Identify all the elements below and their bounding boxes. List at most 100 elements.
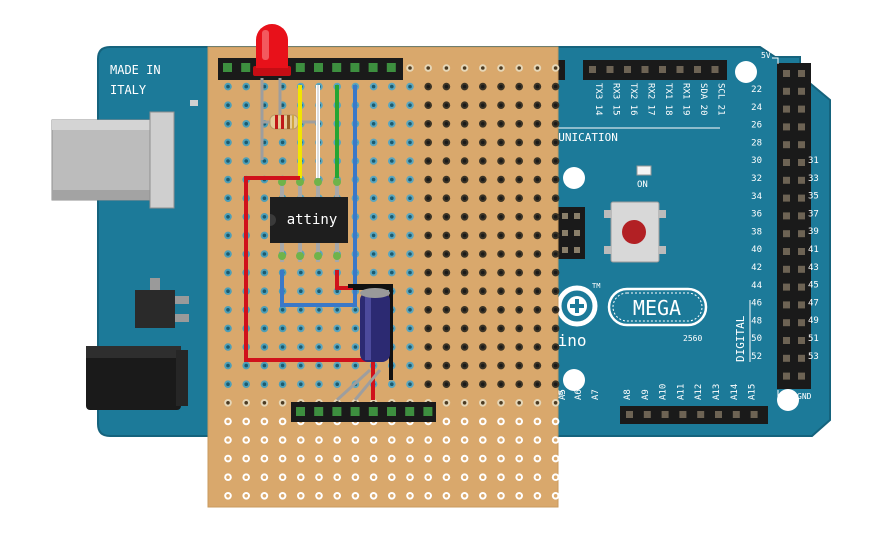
perf-hole-center — [553, 122, 558, 126]
perf-hole-center — [462, 140, 467, 145]
perf-hole-center — [226, 252, 230, 256]
digital-pin-label: 40 — [751, 245, 762, 255]
digital-pin-label: 41 — [808, 245, 819, 255]
perfboard-top-header — [218, 58, 403, 80]
digital-pin-label: 47 — [808, 298, 819, 308]
perf-hole-center — [226, 103, 230, 107]
header-pin — [694, 66, 701, 73]
header-pin — [798, 319, 805, 327]
perf-hole-center — [371, 122, 376, 126]
perf-hole-center — [371, 215, 376, 219]
perf-hole-center — [226, 196, 230, 200]
perf-hole-center — [481, 103, 485, 107]
perf-hole-center — [444, 475, 449, 480]
perf-hole-center — [499, 103, 503, 107]
header-pin — [783, 141, 790, 149]
perf-hole-center — [371, 475, 376, 480]
perf-hole-center — [426, 233, 431, 238]
perf-hole-center — [517, 270, 521, 275]
perf-hole-center — [262, 475, 267, 480]
perf-hole-center — [335, 289, 340, 294]
perf-hole-center — [299, 308, 303, 312]
perf-hole-center — [244, 159, 248, 163]
perf-hole-center — [426, 345, 431, 349]
digital-pin-label: 49 — [808, 316, 819, 326]
header-pin — [659, 66, 666, 73]
perf-hole-center — [535, 66, 540, 70]
header-pin — [314, 63, 323, 72]
perf-hole-center — [317, 289, 321, 294]
perf-hole-center — [390, 456, 394, 461]
perf-hole-center — [481, 419, 485, 424]
analog-pin-label: A9 — [641, 389, 651, 400]
perf-hole-center — [481, 159, 485, 163]
analog-pin-label: A8 — [623, 389, 633, 400]
perf-hole-center — [553, 475, 558, 480]
chip-legs — [278, 178, 341, 262]
digital-pin-label: 39 — [808, 227, 819, 237]
chip-pad — [314, 252, 322, 260]
perf-hole-center — [426, 438, 431, 442]
perf-hole-center — [353, 308, 358, 312]
header-pin — [732, 411, 740, 418]
perf-hole-center — [444, 122, 449, 126]
perf-hole-center — [462, 66, 467, 70]
header-pin — [783, 301, 790, 309]
header-pin — [223, 63, 232, 72]
reset-button — [604, 201, 666, 263]
header-pin — [798, 87, 805, 95]
electrolytic-capacitor — [360, 288, 390, 362]
perf-hole-center — [553, 215, 558, 219]
header-pin — [798, 123, 805, 131]
perf-hole-center — [499, 289, 503, 294]
perf-hole-center — [426, 140, 431, 145]
perf-hole-center — [390, 233, 394, 238]
perf-hole-center — [408, 177, 412, 182]
digital-pin-label: 26 — [751, 121, 762, 131]
perf-hole-center — [444, 456, 449, 461]
perf-hole-center — [353, 456, 358, 461]
perf-hole-center — [517, 159, 521, 163]
perf-hole-center — [226, 401, 230, 405]
perf-hole-center — [517, 345, 521, 349]
perf-hole-center — [462, 401, 467, 405]
model-number: 2560 — [683, 334, 702, 343]
perf-hole-center — [553, 419, 558, 424]
perf-hole-center — [317, 494, 321, 498]
perf-hole-center — [535, 103, 540, 107]
perf-hole-center — [426, 159, 431, 163]
perf-hole-center — [517, 66, 521, 70]
perf-hole-center — [408, 196, 412, 200]
perf-hole-center — [226, 215, 230, 219]
perf-hole-center — [553, 345, 558, 349]
perf-hole-center — [517, 401, 521, 405]
perf-hole-center — [517, 438, 521, 442]
perf-hole-center — [317, 475, 321, 480]
perf-hole-center — [335, 456, 340, 461]
header-pin — [783, 230, 790, 238]
perf-hole-center — [553, 103, 558, 107]
perf-hole-center — [462, 382, 467, 387]
led-dome — [256, 24, 288, 68]
perf-hole-center — [390, 84, 394, 89]
perf-hole-center — [226, 326, 230, 331]
perf-hole-center — [517, 363, 521, 368]
perf-hole-center — [371, 456, 376, 461]
header-pin — [423, 407, 433, 416]
perf-hole-center — [426, 215, 431, 219]
digital-header — [777, 63, 811, 389]
perf-hole-center — [535, 326, 540, 331]
perf-hole-center — [353, 475, 358, 480]
italy-label: ITALY — [110, 83, 147, 97]
perf-hole-center — [499, 270, 503, 275]
perf-hole-center — [517, 233, 521, 238]
perf-hole-center — [335, 382, 340, 387]
perf-hole-center — [371, 270, 376, 275]
power-led — [636, 165, 652, 176]
mounting-hole — [735, 61, 757, 83]
perf-hole-center — [481, 308, 485, 312]
perf-hole-center — [280, 159, 285, 163]
capacitor-stripe — [365, 294, 371, 360]
